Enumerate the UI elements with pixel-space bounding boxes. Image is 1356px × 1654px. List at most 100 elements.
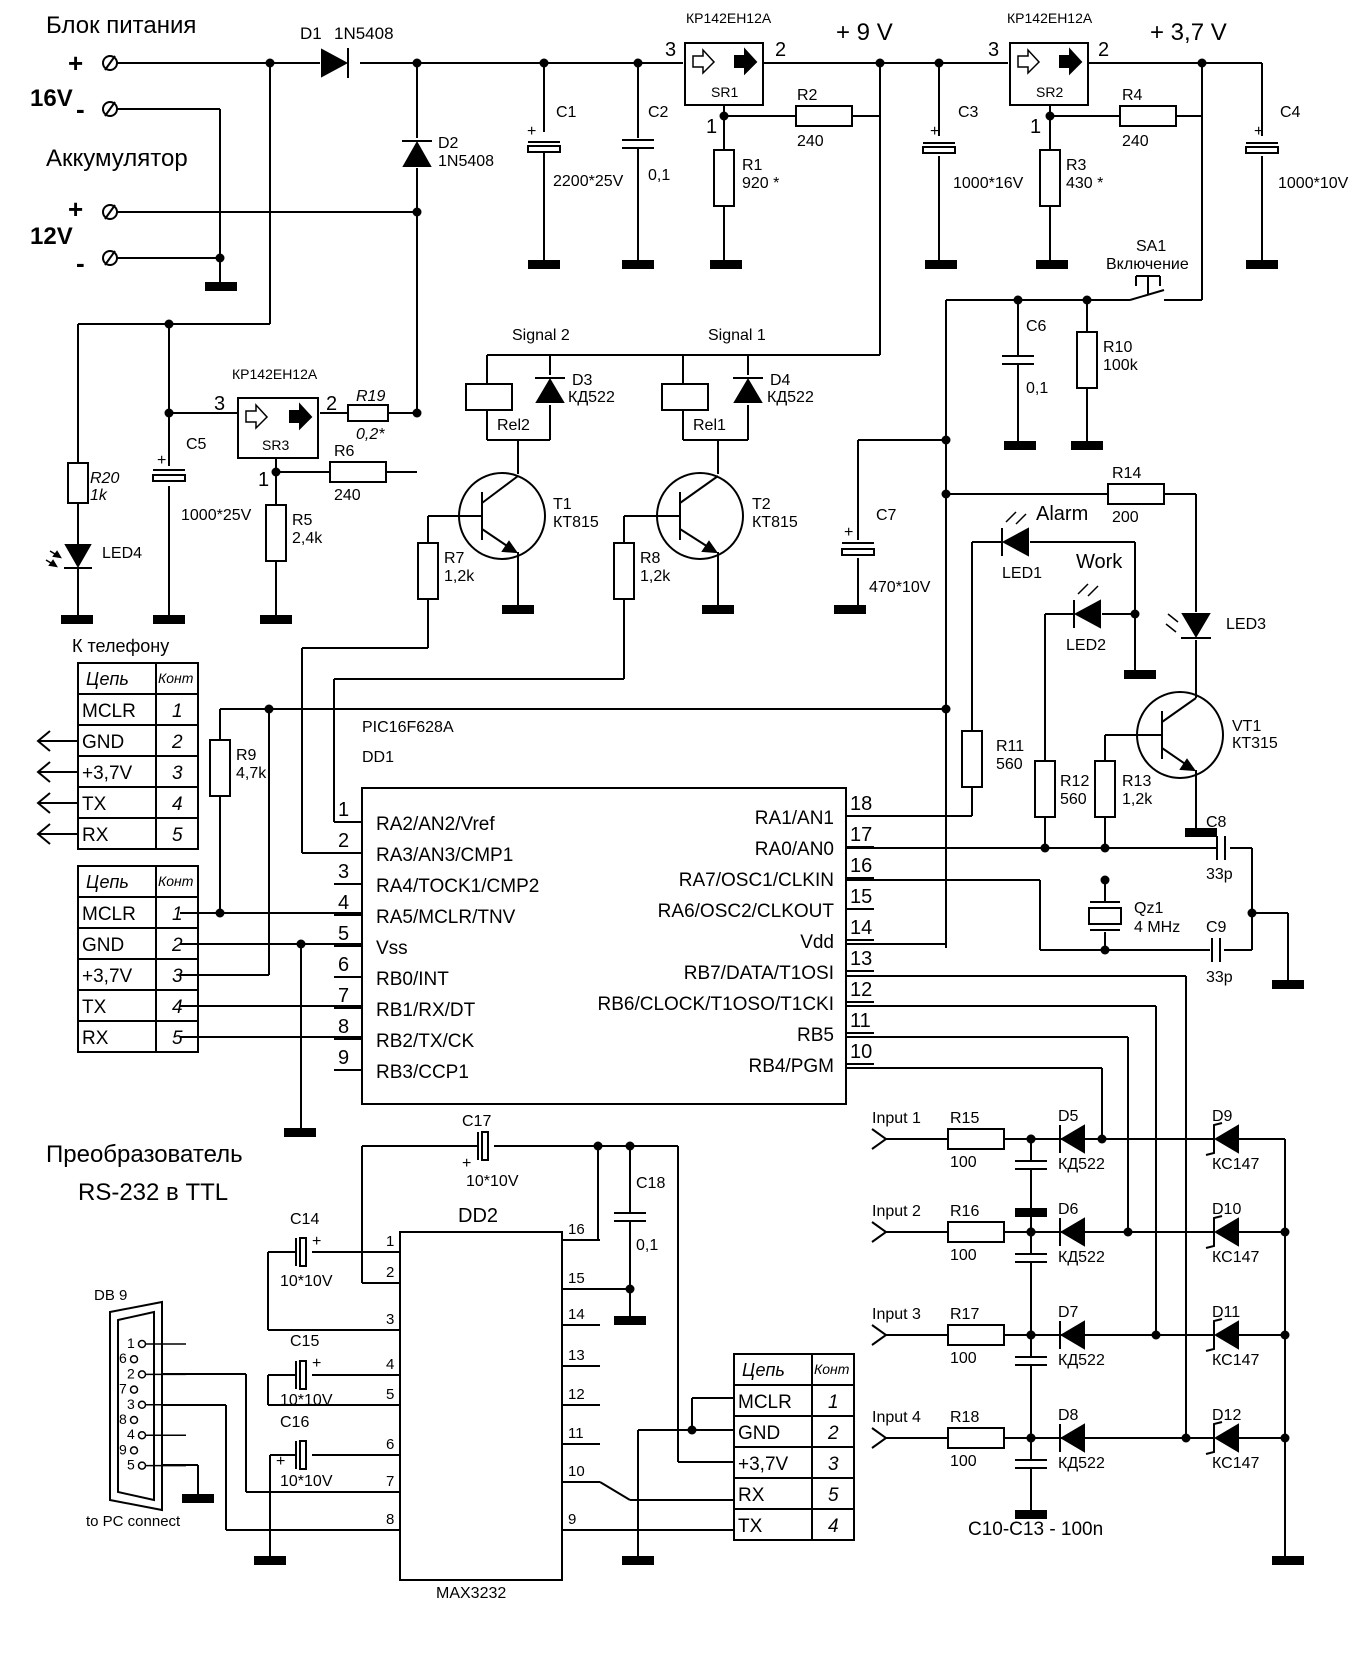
max-pin-9: 9 [568,1511,576,1528]
pic-pin-num-6: 6 [338,954,349,976]
d5-label: D5 [1058,1108,1079,1125]
pic-left-pins: 1RA2/AN2/Vref2RA3/AN3/CMP13RA4/TOCK1/CMP… [334,799,539,1083]
pc-table-pin-4: 4 [828,1516,839,1537]
r7-label: R7 [444,550,465,567]
r19-label: R19 [356,388,385,405]
max-pin-2: 2 [386,1264,394,1281]
d11-value: КС147 [1212,1352,1259,1369]
diode-d4 [733,377,763,403]
resistor-r4 [1119,105,1177,127]
c6-value: 0,1 [1026,380,1048,397]
label-to-phone: К телефону [72,636,169,656]
regulator-sr3 [237,397,319,459]
capacitor-c7: + [841,524,875,556]
resistor-r17 [947,1324,1005,1346]
r19-value: 0,2* [356,426,385,443]
pic-pin-num-11: 11 [850,1010,871,1032]
db9-pin-7 [129,1385,139,1394]
r13-value: 1,2k [1122,791,1153,808]
pic16f628a-chip [361,787,847,1105]
sr3-pin-adj: 1 [258,469,269,491]
led1 [1001,511,1029,557]
r10-value: 100k [1103,357,1139,374]
d10-value: КС147 [1212,1249,1259,1266]
r9-label: R9 [236,747,257,764]
max-pin-13: 13 [568,1347,585,1364]
vt1-value: КТ315 [1232,735,1278,752]
c1-label: C1 [556,104,577,121]
pic-pin-name-13: RB7/DATA/T1OSI [684,963,834,984]
d4-value: КД522 [767,389,814,406]
capacitor-c4: + [1245,123,1279,154]
transistor-vt1 [1136,690,1224,779]
r10-label: R10 [1103,339,1132,356]
phone-table-net-1: GND [82,732,124,753]
r20-label: R20 [90,470,119,487]
pic-pin-num-15: 15 [850,886,872,908]
sr2-pin-out: 2 [1098,39,1109,61]
zener-d10 [1214,1217,1239,1247]
d6-value: КД522 [1058,1249,1105,1266]
pc-table-net-0: MCLR [738,1392,792,1413]
transistor-t1 [428,472,546,607]
c15-label: C15 [290,1333,319,1350]
sr3-value: КР142ЕН12А [232,366,318,382]
svg-text:+: + [527,123,536,140]
t2-label: T2 [752,496,771,513]
capacitor-c2 [622,139,654,149]
r15-value: 100 [950,1154,977,1171]
capacitor-c6 [1002,355,1034,365]
resistor-r6 [329,461,387,483]
r5-label: R5 [292,512,313,529]
pc-table-net-3: RX [738,1485,765,1506]
pic-pin-num-5: 5 [338,923,349,945]
input-3-label: Input 3 [872,1306,921,1323]
db9-pin-1 [137,1339,147,1349]
c3-label: C3 [958,104,979,121]
c6-label: C6 [1026,318,1047,335]
pic-pin-name-11: RB5 [797,1025,834,1046]
pic-pin-name-7: RB1/RX/DT [376,1000,476,1021]
max-pin-11: 11 [568,1425,584,1442]
diode-d3 [535,377,565,403]
led2 [1073,583,1101,629]
r14-label: R14 [1112,465,1141,482]
r8-value: 1,2k [640,568,671,585]
c4-label: C4 [1280,104,1301,121]
sr1-pin-out: 2 [775,39,786,61]
conv-table-net-1: GND [82,935,124,956]
resistor-r13 [1094,760,1116,818]
label-12v: 12V [30,223,73,250]
db9-pin-num-3: 3 [127,1396,135,1412]
max3232-chip [399,1231,563,1581]
sa1-value: Включение [1106,256,1189,273]
vt1-label: VT1 [1232,718,1261,735]
r6-value: 240 [334,487,361,504]
ground-symbols [61,260,1304,1565]
pc-table-net-1: GND [738,1423,780,1444]
pic-pin-num-1: 1 [338,799,349,821]
cin-label: C10-C13 - 100n [968,1519,1103,1540]
capacitor-c15: + [295,1355,321,1390]
qz1-label: Qz1 [1134,900,1163,917]
db9-pin-num-5: 5 [127,1457,135,1473]
pic-pin-name-14: Vdd [800,932,834,953]
r6-label: R6 [334,443,355,460]
max-pin-6: 6 [386,1436,394,1453]
diode-d2 [402,140,432,167]
resistor-r19 [347,404,389,422]
max-pin-14: 14 [568,1306,585,1323]
db9-pin-num-8: 8 [119,1411,127,1427]
svg-text:+: + [930,123,939,140]
pc-table-header-pin: Конт [814,1361,850,1377]
c18-value: 0,1 [636,1237,658,1254]
c5-value: 1000*25V [181,507,252,524]
phone-table-pin-3: 4 [172,794,183,815]
conv-table-header-net: Цепь [86,872,129,892]
resistor-r14 [1107,483,1165,505]
pic-label: PIC16F628A [362,719,454,736]
terminal-plus-1: + [68,48,83,78]
r18-label: R18 [950,1409,979,1426]
phone-table-net-0: MCLR [82,701,136,722]
